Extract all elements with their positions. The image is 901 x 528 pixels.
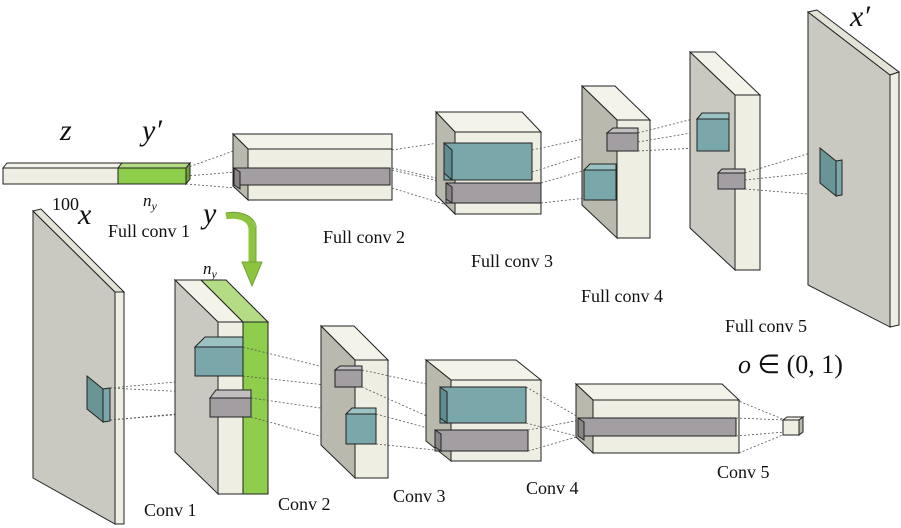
x-prime-label: x′ <box>849 0 870 33</box>
output-plane-x-prime <box>806 9 901 328</box>
discriminator-network: x y <box>32 197 843 525</box>
fullconv4-block <box>580 84 652 240</box>
fullconv4-label: Full conv 4 <box>581 286 663 306</box>
conv3-block <box>424 358 543 463</box>
x-label: x <box>77 198 92 231</box>
fullconv5-block <box>688 50 762 272</box>
output-cube <box>781 416 805 436</box>
input-vector-zy <box>1 161 192 186</box>
condition-arrow-icon <box>225 211 263 288</box>
conv4-label: Conv 4 <box>526 478 579 498</box>
y-prime-label: y′ <box>139 114 162 147</box>
input-plane-x <box>32 208 126 525</box>
conv5-label: Conv 5 <box>717 462 770 482</box>
fullconv3-label: Full conv 3 <box>471 251 553 271</box>
generator-network: z y′ 100 ny <box>1 0 901 336</box>
conv1-label: Conv 1 <box>144 500 197 520</box>
fullconv2-label: Full conv 2 <box>323 227 405 247</box>
z-label: z <box>59 114 72 147</box>
conv2-label: Conv 2 <box>278 494 331 514</box>
fullconv3-block <box>434 110 543 216</box>
fullconv1-label: Full conv 1 <box>108 221 190 241</box>
y-label: y <box>200 197 217 230</box>
conv2-block <box>319 324 390 480</box>
z-size-label: 100 <box>52 194 79 214</box>
conv3-label: Conv 3 <box>393 486 446 506</box>
fullconv5-label: Full conv 5 <box>725 316 807 336</box>
ny-size-label: ny <box>203 259 218 281</box>
fullconv2-block <box>231 132 393 202</box>
conv1-block <box>173 278 270 496</box>
y-size-label: ny <box>143 191 158 213</box>
output-probability-label: o ∈ (0, 1) <box>738 350 843 379</box>
conv4-block <box>574 382 741 455</box>
